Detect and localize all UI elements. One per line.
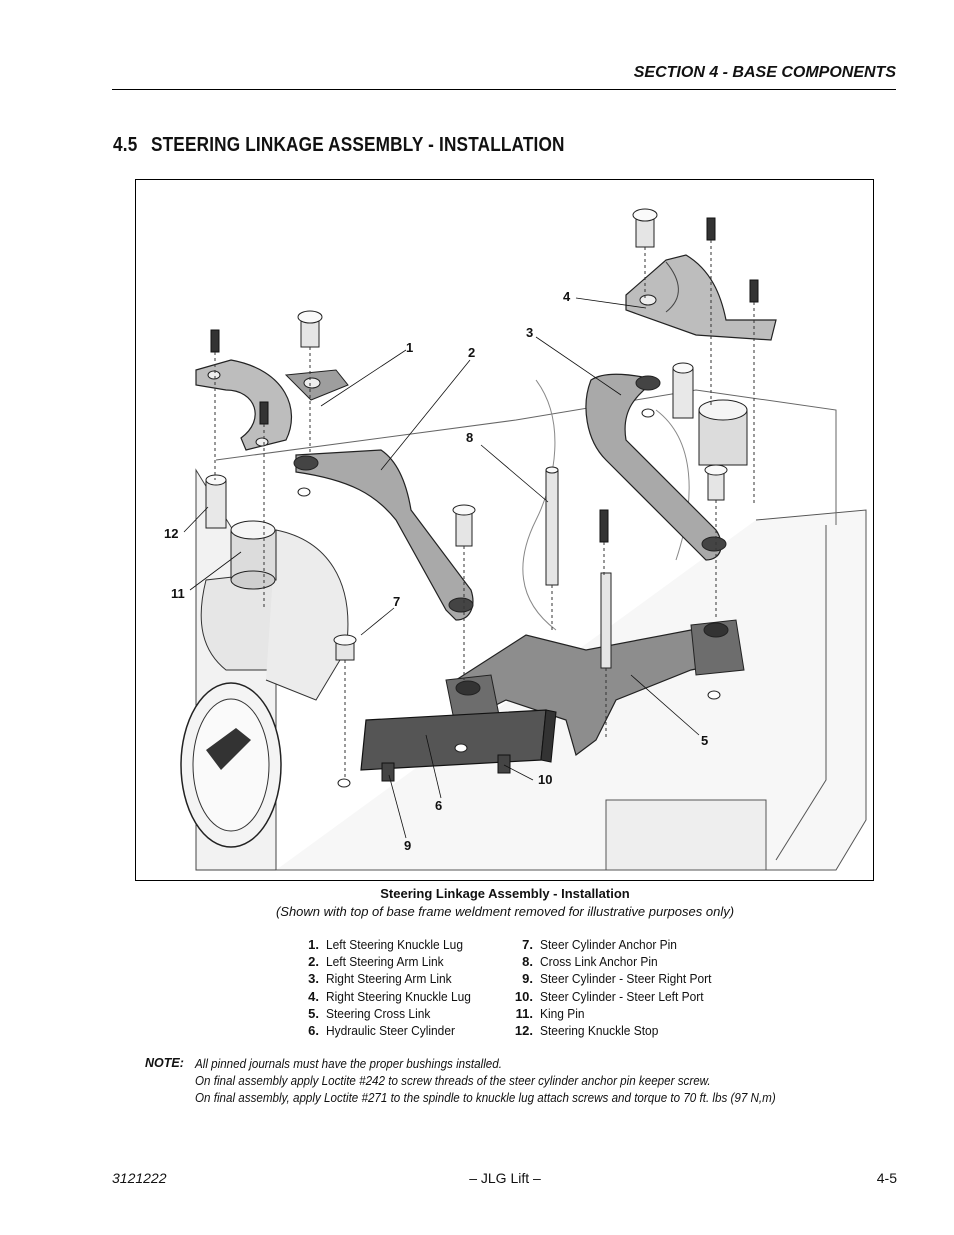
legend-item: 12.Steering Knuckle Stop	[514, 1023, 659, 1039]
legend-item: 4.Right Steering Knuckle Lug	[308, 988, 471, 1004]
footer-page-number: 4-5	[876, 1170, 897, 1186]
heading-number: 4.5	[113, 134, 138, 156]
legend-item: 7.Steer Cylinder Anchor Pin	[522, 937, 677, 952]
assembly-figure: 1 2 3 4 5 6 7 8 9 10 11 12	[135, 179, 874, 881]
legend-item: 8.Cross Link Anchor Pin	[522, 954, 658, 970]
footer-doc-number: 3121222	[112, 1170, 167, 1186]
callout-1: 1	[406, 340, 413, 355]
note-line: All pinned journals must have the proper…	[195, 1057, 502, 1071]
footer-center: – JLG Lift –	[469, 1170, 541, 1186]
callout-12: 12	[164, 526, 178, 541]
legend-item: 6.Hydraulic Steer Cylinder	[308, 1023, 455, 1039]
callout-6: 6	[435, 798, 442, 813]
callout-10: 10	[538, 772, 552, 787]
legend-item: 10.Steer Cylinder - Steer Left Port	[514, 988, 704, 1004]
section-header: SECTION 4 - BASE COMPONENTS	[633, 64, 896, 81]
section-heading: 4.5 STEERING LINKAGE ASSEMBLY - INSTALLA…	[113, 134, 565, 157]
note-line: On final assembly apply Loctite #242 to …	[195, 1074, 711, 1088]
callout-8: 8	[466, 430, 473, 445]
figure-caption-title: Steering Linkage Assembly - Installation	[380, 886, 630, 901]
callout-2: 2	[468, 345, 475, 360]
callout-11: 11	[171, 586, 185, 601]
legend-item: 11.King Pin	[515, 1005, 585, 1021]
callout-7: 7	[393, 594, 400, 609]
callout-9: 9	[404, 838, 411, 853]
legend-item: 9.Steer Cylinder - Steer Right Port	[522, 971, 712, 987]
legend-right-column: 7.Steer Cylinder Anchor Pin 8.Cross Link…	[506, 936, 726, 1039]
callout-3: 3	[526, 325, 533, 340]
assembly-illustration: 1 2 3 4 5 6 7 8 9 10 11 12	[164, 208, 867, 871]
legend-item: 5.Steering Cross Link	[308, 1005, 431, 1021]
legend-item: 1.Left Steering Knuckle Lug	[308, 937, 463, 952]
callout-5: 5	[701, 733, 708, 748]
figure-caption-subtitle: (Shown with top of base frame weldment r…	[275, 904, 735, 919]
callout-4: 4	[563, 289, 571, 304]
legend-item: 3.Right Steering Arm Link	[308, 971, 452, 987]
heading-title: STEERING LINKAGE ASSEMBLY - INSTALLATION	[150, 134, 565, 156]
note-text: All pinned journals must have the proper…	[195, 1056, 819, 1107]
legend-item: 2.Left Steering Arm Link	[308, 954, 444, 970]
legend-left-column: 1.Left Steering Knuckle Lug 2.Left Steer…	[300, 936, 484, 1039]
note-line: On final assembly, apply Loctite #271 to…	[195, 1091, 776, 1105]
note-label: NOTE:	[145, 1056, 184, 1070]
header-rule	[112, 89, 896, 90]
